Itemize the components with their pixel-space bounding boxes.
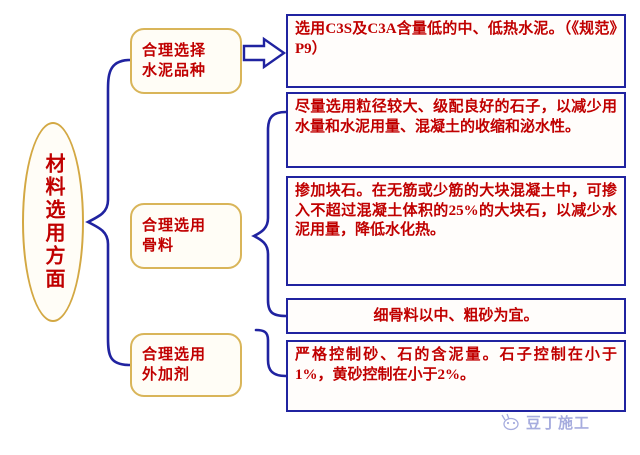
brace-root-to-branches: [85, 58, 132, 367]
branch-box-aggregate-line2: 骨料: [142, 238, 175, 254]
branch-box-admixture-line1: 合理选用: [142, 346, 207, 363]
curve-admixture-to-detail5: [254, 328, 288, 378]
detail-box-cement-type[interactable]: 选用C3S及C3A含量低的中、低热水泥。（《规范》P9）: [286, 14, 626, 88]
branch-box-admixture[interactable]: 合理选用 外加剂: [130, 333, 242, 397]
branch-box-aggregate-line1: 合理选用: [142, 217, 207, 234]
branch-box-cement-line2: 水泥品种: [142, 63, 207, 79]
detail-box-fine-aggregate[interactable]: 细骨料以中、粗砂为宜。: [286, 298, 626, 334]
detail-box-rubble-stone[interactable]: 掺加块石。在无筋或少筋的大块混凝土中，可掺入不超过混凝土体积的25%的大块石，以…: [286, 176, 626, 286]
watermark-text: 豆丁施工: [526, 414, 591, 432]
arrow-cement-to-detail1: [242, 36, 287, 70]
root-node-material-selection[interactable]: 材料选用方面: [22, 122, 84, 322]
watermark: 豆丁施工: [500, 409, 628, 435]
doudin-logo-icon: [501, 413, 519, 431]
detail-box-mud-content[interactable]: 严格控制砂、石的含泥量。石子控制在小于1%，黄砂控制在小于2%。: [286, 340, 626, 412]
brace-aggregate-to-details: [251, 110, 288, 318]
branch-box-cement[interactable]: 合理选择 水泥品种: [130, 28, 242, 94]
branch-box-admixture-line2: 外加剂: [142, 367, 191, 383]
root-node-label: 材料选用方面: [42, 153, 64, 291]
branch-box-aggregate[interactable]: 合理选用 骨料: [130, 203, 242, 269]
detail-box-coarse-aggregate[interactable]: 尽量选用粒径较大、级配良好的石子，以减少用水量和水泥用量、混凝土的收缩和泌水性。: [286, 92, 626, 168]
branch-box-cement-line1: 合理选择: [142, 42, 207, 59]
